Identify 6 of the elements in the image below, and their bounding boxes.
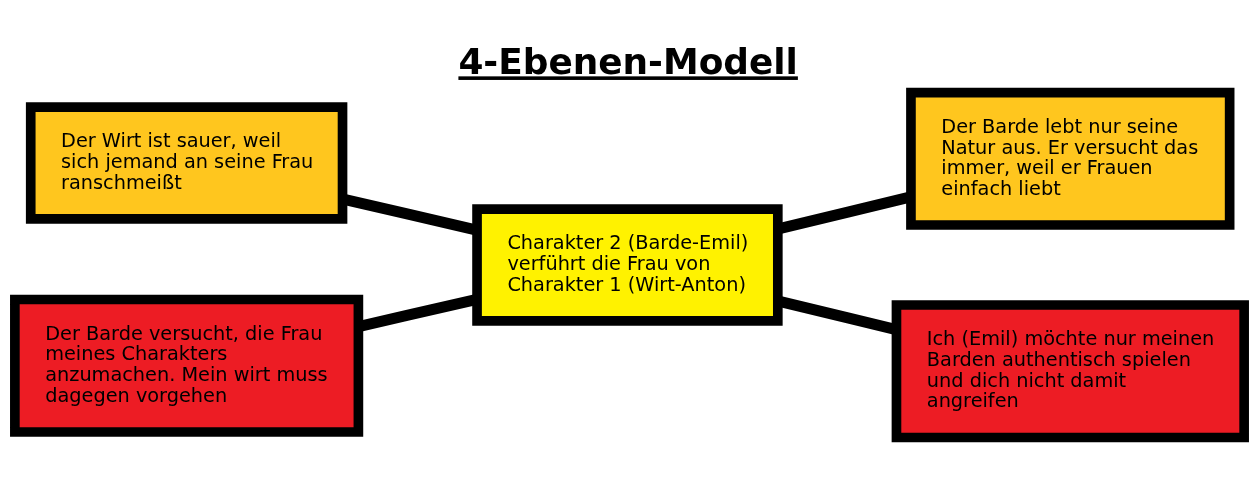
node-box: Der Barde versucht, die Frau meines Charakters anzumachen. Mein wirt muss dagegen vorgehen	[10, 294, 364, 437]
node-box: Der Barde lebt nur seine Natur aus. Er versucht das immer, weil er Frauen einfach liebt	[906, 87, 1235, 230]
node-box: Charakter 2 (Barde-Emil) verführt die Frau von Charakter 1 (Wirt-Anton)	[472, 204, 783, 326]
node-box: Ich (Emil) möchte nur meinen Barden authentisch spielen und dich nicht damit angreifen	[891, 300, 1249, 443]
node-box: Der Wirt ist sauer, weil sich jemand an seine Frau ranschmeißt	[25, 102, 348, 224]
diagram-title: 4-Ebenen-Modell	[458, 41, 798, 83]
